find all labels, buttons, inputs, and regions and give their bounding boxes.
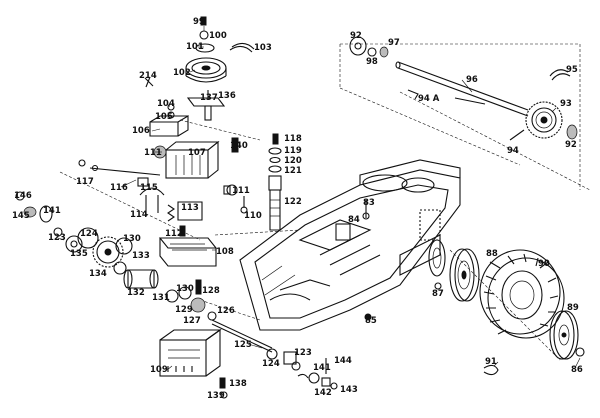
label-94: 94 (507, 146, 519, 156)
label-105: 105 (155, 112, 173, 122)
label-110: 110 (244, 211, 262, 221)
label-100: 100 (209, 31, 227, 41)
label-89: 89 (567, 303, 579, 313)
label-117: 117 (76, 177, 94, 187)
label-84: 84 (348, 215, 360, 225)
label-141: 141 (43, 206, 61, 216)
label-119: 119 (284, 146, 302, 156)
label-104: 104 (157, 99, 175, 109)
label-85: 85 (365, 316, 377, 326)
lower-components (159, 319, 338, 399)
label-109: 109 (150, 365, 168, 375)
label-123b: 123 (294, 348, 312, 358)
label-127: 127 (183, 316, 201, 326)
label-122: 122 (284, 197, 302, 207)
label-92: 92 (350, 31, 362, 41)
label-86: 86 (571, 365, 583, 375)
label-145: 145 (12, 211, 30, 221)
axle-assembly (349, 36, 578, 141)
label-94a: 94 A (418, 94, 440, 104)
label-125: 125 (234, 340, 252, 350)
pulley-assembly (185, 16, 255, 83)
label-140: 140 (230, 141, 248, 151)
label-142: 142 (314, 388, 332, 398)
label-96: 96 (466, 75, 478, 85)
label-130: 130 (123, 234, 141, 244)
label-116: 116 (110, 183, 128, 193)
label-103: 103 (254, 43, 272, 53)
label-130b: 130 (176, 284, 194, 294)
label-134: 134 (89, 269, 107, 279)
label-113: 113 (181, 203, 199, 213)
label-124: 124 (80, 229, 98, 239)
label-214: 214 (139, 71, 157, 81)
label-141b: 141 (313, 363, 331, 373)
label-139: 139 (207, 391, 225, 401)
label-123: 123 (48, 233, 66, 243)
label-108: 108 (216, 247, 234, 257)
label-137: 137 (200, 93, 218, 103)
label-124b: 124 (262, 359, 280, 369)
label-98: 98 (366, 57, 378, 67)
label-90: 90 (538, 259, 550, 269)
label-93: 93 (560, 99, 572, 109)
label-118: 118 (284, 134, 302, 144)
label-143: 143 (340, 385, 358, 395)
main-housing (239, 159, 461, 331)
label-121: 121 (284, 166, 302, 176)
label-135: 135 (70, 249, 88, 259)
dashed-guide-lines (59, 43, 591, 361)
label-106: 106 (132, 126, 150, 136)
part-labels: 99 100 101 103 102 214 137 136 104 105 1… (12, 17, 583, 401)
label-120: 120 (284, 156, 302, 166)
label-111b: 111 (232, 186, 250, 196)
label-133: 133 (132, 251, 150, 261)
label-144: 144 (334, 356, 352, 366)
vertical-shaft (268, 133, 282, 231)
left-gear-cluster (15, 191, 217, 321)
label-112: 112 (165, 229, 183, 239)
label-128: 128 (202, 286, 220, 296)
label-136: 136 (218, 91, 236, 101)
label-107: 107 (188, 148, 206, 158)
label-115: 115 (140, 183, 158, 193)
wheel-assembly (428, 239, 585, 376)
label-88: 88 (486, 249, 498, 259)
label-101: 101 (186, 42, 204, 52)
label-97: 97 (388, 38, 400, 48)
label-146: 146 (14, 191, 32, 201)
label-129: 129 (175, 305, 193, 315)
label-111: 111 (144, 148, 162, 158)
label-132: 132 (127, 288, 145, 298)
leader-lines (57, 26, 581, 371)
label-99: 99 (193, 17, 205, 27)
label-131: 131 (152, 293, 170, 303)
label-87: 87 (432, 289, 444, 299)
label-92b: 92 (565, 140, 577, 150)
label-91: 91 (485, 357, 497, 367)
label-83: 83 (363, 198, 375, 208)
label-114: 114 (130, 210, 148, 220)
label-138: 138 (229, 379, 247, 389)
label-102: 102 (173, 68, 191, 78)
label-126: 126 (217, 306, 235, 316)
label-95: 95 (566, 65, 578, 75)
